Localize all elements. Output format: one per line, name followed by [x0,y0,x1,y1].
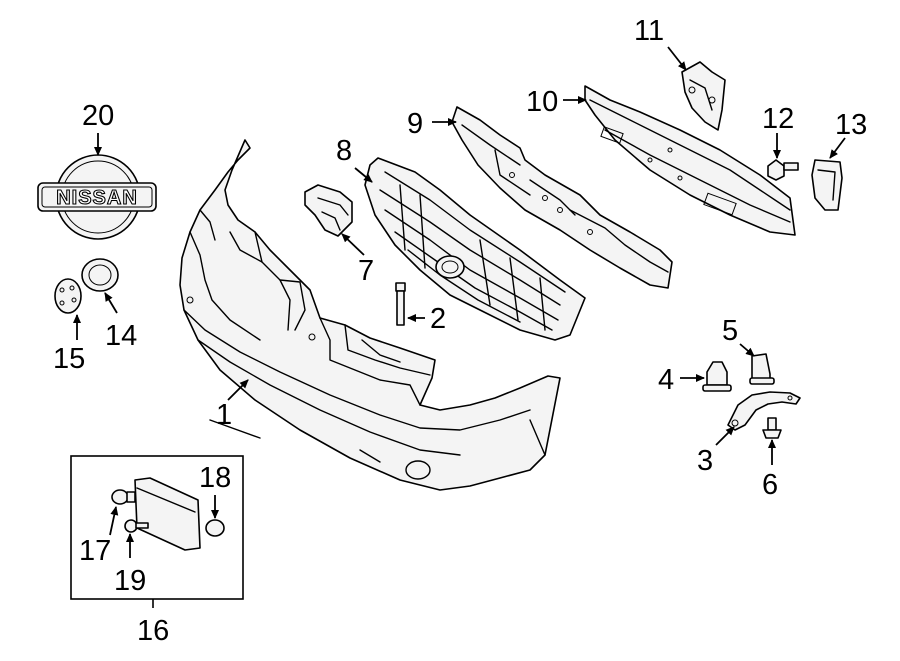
emblem-text: NISSAN [56,187,138,209]
clip-nut [702,361,732,392]
screw [762,417,782,439]
callout-13: 13 [835,109,867,141]
callout-7: 7 [358,255,374,287]
push-clip [749,353,775,385]
nissan-emblem: NISSAN [37,154,157,240]
callout-14: 14 [105,320,137,352]
callout-3: 3 [697,445,713,477]
plate-screw [124,519,149,533]
callout-8: 8 [336,135,352,167]
leader-arrows [73,46,846,558]
bumper-cover [179,139,561,491]
callout-9: 9 [407,108,423,140]
callout-18: 18 [199,462,231,494]
callout-15: 15 [53,343,85,375]
plate-clip [111,489,136,505]
callout-2: 2 [430,303,446,335]
callout-19: 19 [114,565,146,597]
grille [364,157,586,341]
callout-6: 6 [762,469,778,501]
bolt [395,282,406,326]
callout-4: 4 [658,364,674,396]
impact-bar [584,85,796,236]
callout-20: 20 [82,100,114,132]
bumper-bracket-upper [681,61,726,131]
plate-bracket [134,477,201,551]
callout-10: 10 [526,86,558,118]
plate-grommet [205,519,225,537]
callout-5: 5 [722,315,738,347]
callout-17: 17 [79,535,111,567]
callout-1: 1 [216,399,232,431]
side-bracket [811,159,843,211]
callout-11: 11 [634,15,664,47]
energy-absorber [451,106,673,289]
bracket [304,184,353,237]
callout-labels: 1 2 3 4 5 6 7 8 9 10 11 12 13 14 15 16 1… [53,15,867,647]
wiring-bracket [727,391,801,431]
callout-16: 16 [137,615,169,647]
emblem-clip [54,278,82,314]
emblem-retainer [81,258,119,292]
license-plate-kit-box [70,455,244,608]
hex-bolt [767,159,799,181]
callout-12: 12 [762,103,794,135]
